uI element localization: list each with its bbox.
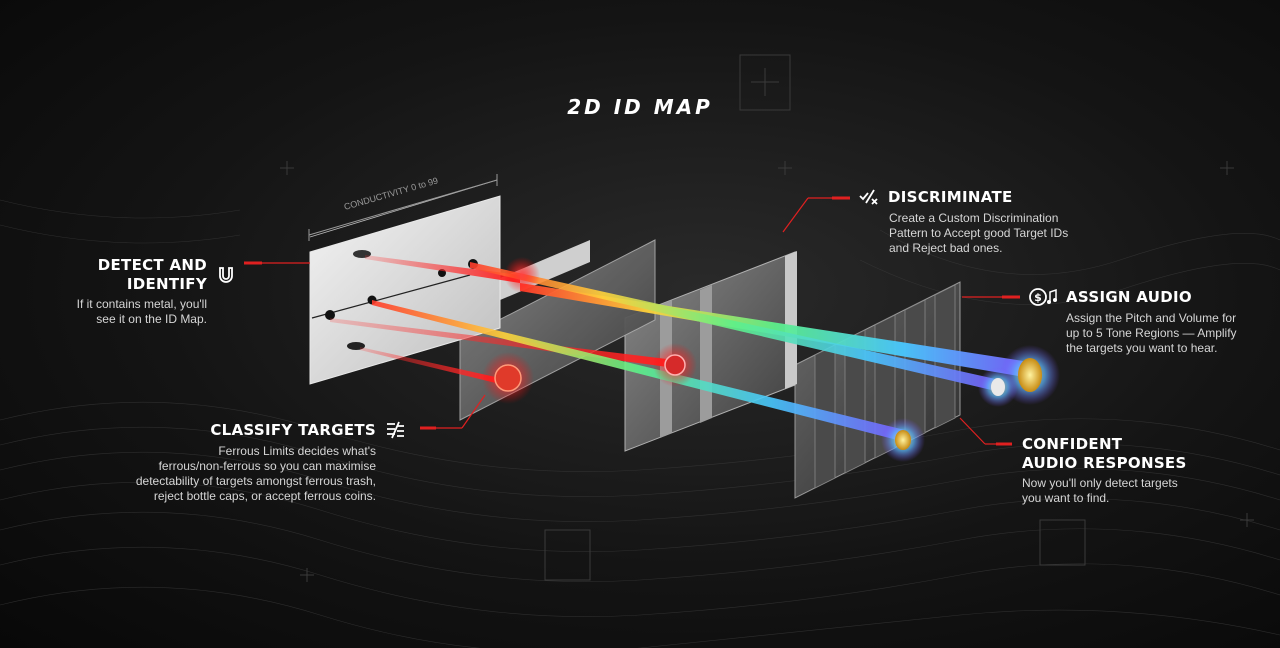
svg-text:$: $ — [1034, 291, 1042, 304]
discriminate-heading: DISCRIMINATE — [888, 187, 1013, 206]
confident-line-1: Now you'll only detect targets — [1022, 476, 1178, 490]
page-title: 2D ID MAP — [567, 95, 713, 119]
detect-line-1: If it contains metal, you'll — [76, 297, 207, 311]
assign-audio-block: $ ASSIGN AUDIO Assign the Pitch and Volu… — [1028, 286, 1273, 356]
confident-heading-line-1: CONFIDENT — [1022, 435, 1123, 453]
terrain-mesh — [0, 199, 1280, 648]
target-objects — [482, 257, 1060, 462]
confident-audio-block: CONFIDENT AUDIO RESPONSES Now you'll onl… — [1022, 435, 1242, 506]
confident-heading-line-2: AUDIO RESPONSES — [1022, 454, 1187, 472]
discriminate-line-2: Pattern to Accept good Target IDs — [889, 226, 1069, 240]
classify-heading: CLASSIFY TARGETS — [210, 420, 376, 439]
non-ferrous-beams — [372, 262, 1030, 442]
classify-line-2: ferrous/non-ferrous so you can maximise — [158, 459, 376, 473]
discriminate-block: DISCRIMINATE Create a Custom Discriminat… — [858, 186, 1098, 256]
ferrous-classify-icon — [384, 419, 406, 441]
classify-targets-block: CLASSIFY TARGETS Ferrous Limits decides … — [86, 419, 406, 504]
detect-heading: DETECT AND IDENTIFY — [97, 256, 207, 293]
audio-tone-rack — [794, 281, 961, 499]
conductivity-label: CONDUCTIVITY 0 to 99 — [343, 175, 439, 211]
assign-audio-heading: ASSIGN AUDIO — [1066, 287, 1192, 306]
confident-line-2: you want to find. — [1022, 491, 1110, 505]
coin-music-icon: $ — [1028, 286, 1058, 308]
leader-lines — [244, 196, 1020, 446]
detect-line-2: see it on the ID Map. — [96, 312, 207, 326]
classify-line-3: detectability of targets amongst ferrous… — [135, 474, 376, 488]
assign-audio-line-1: Assign the Pitch and Volume for — [1066, 311, 1237, 325]
assign-audio-line-2: up to 5 Tone Regions — Amplify — [1066, 326, 1237, 340]
classify-line-1: Ferrous Limits decides what's — [218, 444, 376, 458]
horseshoe-magnet-icon — [215, 264, 237, 286]
discriminate-line-3: and Reject bad ones. — [889, 241, 1003, 255]
discriminate-icon — [858, 186, 880, 208]
conductivity-bracket — [308, 174, 498, 241]
assign-audio-line-3: the targets you want to hear. — [1066, 341, 1218, 355]
crosshair-ornaments — [280, 54, 1254, 582]
classify-line-4: reject bottle caps, or accept ferrous co… — [153, 489, 376, 503]
discriminate-line-1: Create a Custom Discrimination — [889, 211, 1059, 225]
detect-identify-block: DETECT AND IDENTIFY If it contains metal… — [17, 256, 237, 327]
